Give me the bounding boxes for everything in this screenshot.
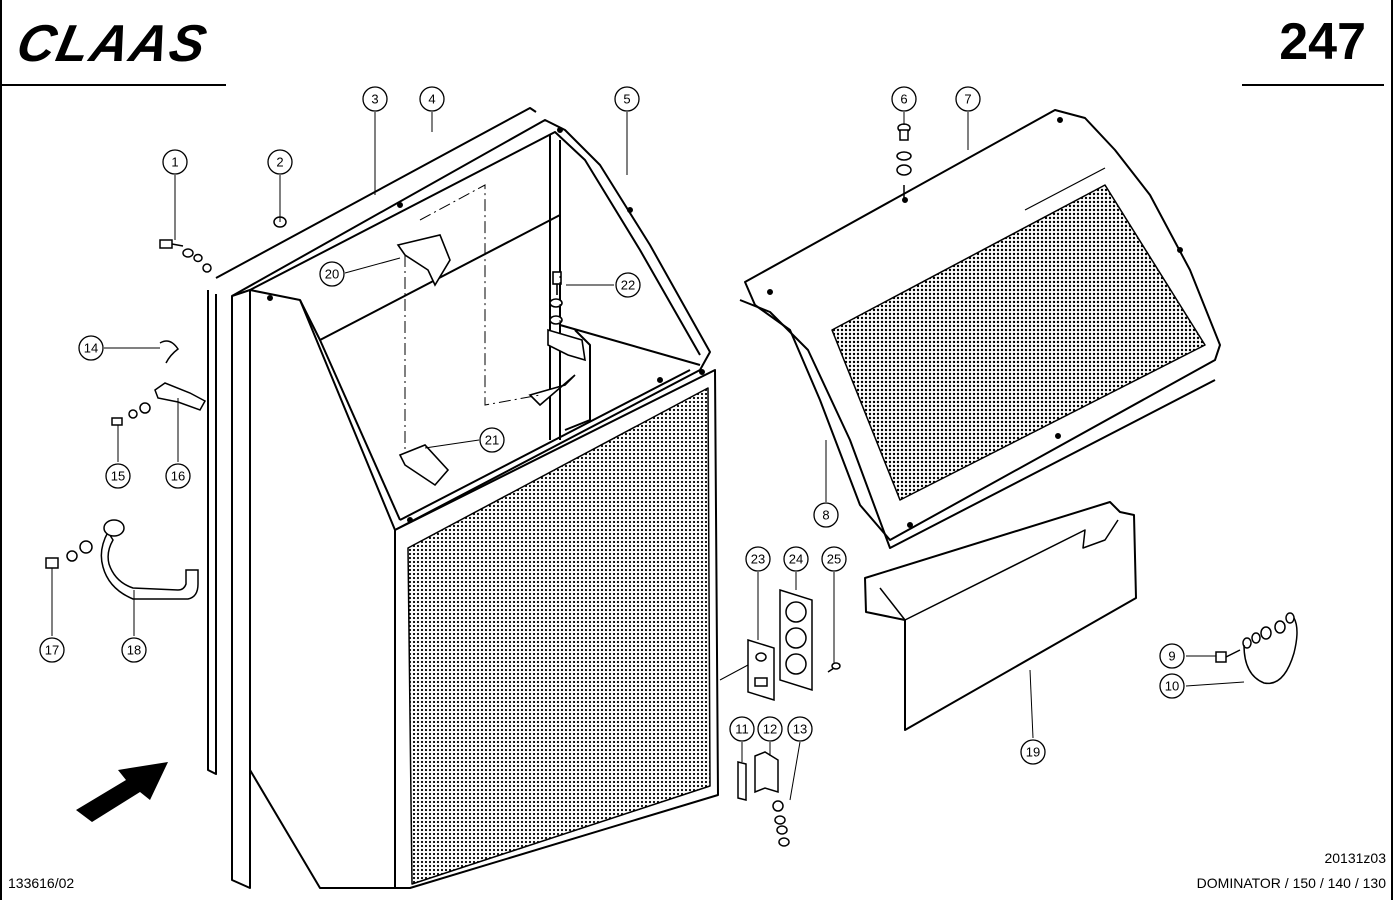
callout-12: 12 [757,716,783,742]
callout-3: 3 [362,86,388,112]
page-number: 247 [1279,13,1366,71]
callout-2-label: 2 [276,155,283,170]
header-rule-right [1242,84,1384,86]
bolt-6 [896,123,912,200]
callout-25: 25 [821,546,847,572]
callout-18-label: 18 [127,643,141,658]
header-rule-left [0,84,226,86]
callout-8-label: 8 [822,508,829,523]
callout-2: 2 [267,149,293,175]
callout-21: 21 [479,427,505,453]
callout-18: 18 [121,637,147,663]
radiator-hood [739,109,1221,549]
model-list: DOMINATOR / 150 / 140 / 130 [1196,875,1386,891]
callout-24: 24 [783,546,809,572]
assembly-lines [404,150,561,450]
callout-7-label: 7 [964,92,971,107]
callout-22: 22 [615,272,641,298]
callout-13-label: 13 [793,722,807,737]
callout-10-label: 10 [1165,679,1179,694]
callout-1-label: 1 [171,155,178,170]
callout-15: 15 [105,463,131,489]
callout-17: 17 [39,637,65,663]
callout-23-label: 23 [751,552,765,567]
right-hardware [737,588,1298,847]
callout-16: 16 [165,463,191,489]
callout-13: 13 [787,716,813,742]
callout-25-label: 25 [827,552,841,567]
arrow-icon [76,762,168,822]
leader-lines [51,112,1245,801]
callout-16-label: 16 [171,469,185,484]
callout-labels: 1 2 3 4 5 6 7 8 9 10 11 12 13 14 15 16 1… [39,86,1185,765]
reference-code: 20131z03 [1324,850,1386,866]
lower-shield [864,501,1137,731]
callout-3-label: 3 [371,92,378,107]
callout-24-label: 24 [789,552,803,567]
callout-14: 14 [78,335,104,361]
callout-15-label: 15 [111,469,125,484]
callout-12-label: 12 [763,722,777,737]
callout-11: 11 [729,716,755,742]
callout-6-label: 6 [900,92,907,107]
callout-19-label: 19 [1026,745,1040,760]
callout-19: 19 [1020,739,1046,765]
mounting-brackets [396,234,586,487]
callout-21-label: 21 [485,433,499,448]
callout-22-label: 22 [621,278,635,293]
callout-20: 20 [319,261,345,287]
drawing-number: 133616/02 [8,875,75,891]
callout-11-label: 11 [735,722,749,737]
radiator-housing [207,107,719,889]
callout-20-label: 20 [325,267,339,282]
callout-4: 4 [419,86,445,112]
callout-10: 10 [1159,673,1185,699]
callout-6: 6 [891,86,917,112]
callout-5-label: 5 [623,92,630,107]
callout-17-label: 17 [45,643,59,658]
callout-7: 7 [955,86,981,112]
callout-9-label: 9 [1168,649,1175,664]
callout-14-label: 14 [84,341,98,356]
callout-9: 9 [1159,643,1185,669]
callout-4-label: 4 [428,92,435,107]
callout-8: 8 [813,502,839,528]
callout-1: 1 [162,149,188,175]
callout-5: 5 [614,86,640,112]
callout-23: 23 [745,546,771,572]
